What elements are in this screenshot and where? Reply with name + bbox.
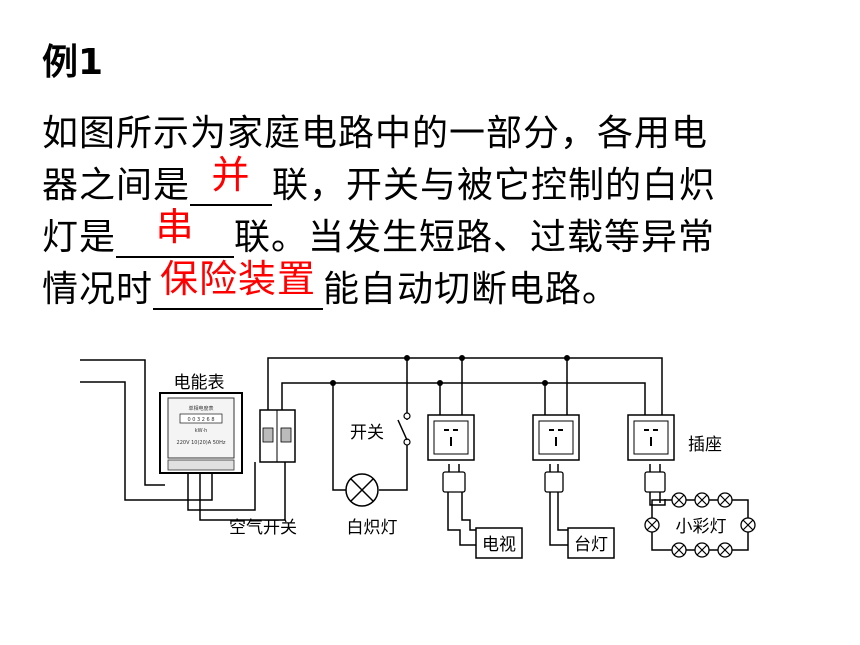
desklamp-appliance: 台灯 bbox=[567, 527, 615, 559]
string-light-bulb-icon bbox=[740, 517, 756, 533]
socket-label: 插座 bbox=[688, 435, 722, 455]
meter-label: 电能表 bbox=[174, 373, 225, 393]
meter-face bbox=[167, 397, 235, 459]
string-light-bulb-icon bbox=[717, 492, 733, 508]
question-line-3-post: 联。当发生短路、过载等异常 bbox=[234, 217, 716, 258]
meter-face-text-3: kW·h bbox=[195, 428, 208, 434]
neutral-bus bbox=[281, 382, 646, 415]
string-light-bulb-icon bbox=[644, 517, 660, 533]
string-light-bulb-icon bbox=[694, 492, 710, 508]
breaker-toggle-1 bbox=[262, 427, 274, 443]
example-title: 例1 bbox=[42, 42, 104, 83]
electric-meter: 单相电度表 0 0 3 2 6 8 kW·h 220V 10(20)A 50Hz… bbox=[159, 373, 243, 474]
junctions bbox=[330, 355, 570, 386]
question-line-1: 如图所示为家庭电路中的一部分，各用电 bbox=[42, 108, 842, 160]
tv-label: 电视 bbox=[482, 535, 516, 555]
tv-appliance: 电视 bbox=[475, 527, 523, 559]
incandescent-lamp: 白炽灯 bbox=[345, 473, 398, 538]
string-lights-label: 小彩灯 bbox=[676, 517, 727, 537]
socket-3: 插座 bbox=[627, 414, 722, 461]
breaker-toggle-2 bbox=[280, 427, 292, 443]
desklamp-cord-2 bbox=[557, 492, 568, 531]
plug-tv bbox=[442, 471, 466, 493]
answer-series: 串 bbox=[155, 205, 195, 249]
meter-terminal-block bbox=[167, 459, 235, 471]
desklamp-box bbox=[567, 527, 615, 559]
tv-box bbox=[475, 527, 523, 559]
lamp-cross-2 bbox=[350, 478, 374, 502]
switch-blade bbox=[397, 419, 408, 441]
junction-dot bbox=[330, 380, 336, 386]
desklamp-cord bbox=[549, 492, 568, 546]
meter-face-text-2: 0 0 3 2 6 8 bbox=[187, 417, 214, 423]
meter-face-text-4: 220V 10(20)A 50Hz bbox=[177, 440, 226, 446]
lamp-branch-neutral bbox=[332, 383, 346, 491]
meter-counter bbox=[179, 413, 223, 424]
question-line-2: 器之间是并联，开关与被它控制的白炽 bbox=[42, 153, 842, 212]
junction-dot bbox=[437, 380, 443, 386]
string-light-bulb-icon bbox=[694, 542, 710, 558]
junction-dot bbox=[459, 355, 465, 361]
junction-dot bbox=[542, 380, 548, 386]
string-light-bulb-icon bbox=[671, 542, 687, 558]
question-line-1-text: 如图所示为家庭电路中的一部分，各用电 bbox=[42, 113, 709, 154]
plug-prongs bbox=[448, 464, 661, 472]
answer-fuse-device: 保险装置 bbox=[160, 257, 317, 301]
string-light-bulbs bbox=[644, 492, 756, 558]
question-line-2-post: 联，开关与被它控制的白炽 bbox=[272, 165, 717, 206]
desklamp-label: 台灯 bbox=[574, 535, 608, 555]
string-lights: 小彩灯 bbox=[644, 492, 756, 558]
meter-out-wire-2 bbox=[199, 462, 286, 521]
socket-1 bbox=[427, 414, 475, 461]
plugs bbox=[442, 471, 666, 493]
string-lights-label-bg bbox=[668, 510, 736, 540]
plug-string-lights bbox=[644, 471, 666, 493]
string-light-bulb-icon bbox=[717, 542, 733, 558]
breaker-label: 空气开关 bbox=[229, 518, 297, 538]
wires bbox=[80, 357, 749, 551]
question-line-2-pre: 器之间是 bbox=[42, 165, 191, 206]
question-line-4-post: 能自动切断电路。 bbox=[323, 269, 620, 310]
junction-dot bbox=[564, 355, 570, 361]
junction-dot bbox=[404, 355, 410, 361]
switch-contact-top bbox=[403, 412, 411, 420]
mains-wire-top bbox=[80, 359, 165, 486]
question-line-4: 情况时保险装置能自动切断电路。 bbox=[42, 257, 842, 316]
question-line-3-pre: 灯是 bbox=[42, 217, 117, 258]
question-line-4-pre: 情况时 bbox=[42, 269, 154, 310]
answer-blank-3: 保险装置 bbox=[153, 257, 324, 310]
socket-2 bbox=[532, 414, 580, 461]
meter-out-wire-1 bbox=[187, 462, 256, 511]
tv-cord-2 bbox=[461, 492, 476, 531]
meter-face-text-1: 单相电度表 bbox=[188, 405, 213, 412]
air-breaker: 空气开关 bbox=[229, 409, 297, 538]
string-lights-cord-1 bbox=[649, 490, 666, 506]
answer-blank-2: 串 bbox=[116, 205, 235, 258]
tv-cord bbox=[447, 492, 476, 546]
string-light-bulb-icon bbox=[671, 492, 687, 508]
question-text: 如图所示为家庭电路中的一部分，各用电 器之间是并联，开关与被它控制的白炽 灯是串… bbox=[42, 108, 842, 316]
wall-switch: 开关 bbox=[350, 412, 411, 446]
answer-blank-1: 并 bbox=[190, 153, 273, 206]
switch-label: 开关 bbox=[350, 423, 384, 443]
question-line-3: 灯是串联。当发生短路、过载等异常 bbox=[42, 205, 842, 264]
live-bus bbox=[267, 357, 663, 415]
lamp-label: 白炽灯 bbox=[347, 518, 398, 538]
mains-wire-bottom bbox=[80, 381, 213, 501]
answer-parallel: 并 bbox=[211, 153, 251, 197]
lamp-branch-to-switch bbox=[379, 440, 408, 491]
plug-desklamp bbox=[544, 471, 564, 493]
